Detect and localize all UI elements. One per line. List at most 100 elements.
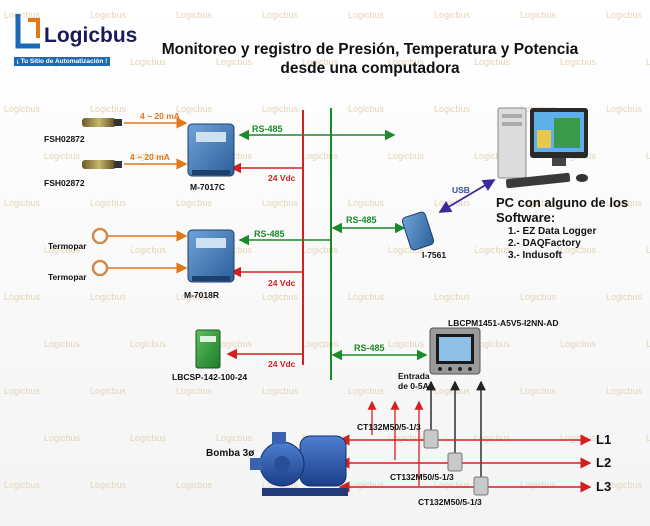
meter-input-label: Entrada de 0-5A bbox=[398, 371, 430, 391]
m7017c-label: M-7017C bbox=[190, 182, 225, 192]
watermark-text: Logicbus bbox=[646, 151, 650, 161]
watermark-text: Logicbus bbox=[606, 104, 643, 114]
m7017c-module-icon bbox=[187, 123, 235, 177]
watermark-text: Logicbus bbox=[434, 104, 471, 114]
watermark-text: Logicbus bbox=[4, 198, 41, 208]
software-item-3: 3.- Indusoft bbox=[508, 250, 562, 261]
pressure-sensor-icon bbox=[82, 160, 122, 169]
watermark-text: Logicbus bbox=[262, 198, 299, 208]
pump-icon bbox=[250, 432, 348, 496]
i7561-converter-icon bbox=[401, 211, 435, 251]
pc-computer-icon bbox=[497, 107, 588, 189]
watermark-text: Logicbus bbox=[216, 339, 253, 349]
ct-label-3: CT132M50/5-1/3 bbox=[418, 497, 482, 507]
watermark-text: Logicbus bbox=[176, 292, 213, 302]
watermark-text: Logicbus bbox=[646, 339, 650, 349]
logicbus-logo-icon bbox=[14, 14, 110, 66]
watermark-text: Logicbus bbox=[262, 292, 299, 302]
power-label-1: 24 Vdc bbox=[268, 173, 296, 183]
watermark-text: Logicbus bbox=[560, 245, 597, 255]
rs485-label-2: RS-485 bbox=[254, 229, 285, 239]
watermark-text: Logicbus bbox=[302, 339, 339, 349]
pc-heading: PC con alguno de los Software: bbox=[496, 195, 629, 225]
watermark-text: Logicbus bbox=[130, 339, 167, 349]
phase-label-l1: L1 bbox=[596, 432, 612, 447]
brand-name: Logicbus bbox=[44, 24, 138, 47]
power-meter-icon bbox=[429, 327, 481, 375]
watermark-text: Logicbus bbox=[388, 151, 425, 161]
pump-label: Bomba 3ø bbox=[206, 448, 255, 459]
power-supply-icon bbox=[195, 329, 221, 369]
ct-label-1: CT132M50/5-1/3 bbox=[357, 422, 421, 432]
watermark-text: Logicbus bbox=[606, 292, 643, 302]
pressure-sensor-label-2: FSH02872 bbox=[44, 178, 85, 188]
watermark-text: Logicbus bbox=[348, 104, 385, 114]
watermark-text: Logicbus bbox=[474, 245, 511, 255]
watermark-text: Logicbus bbox=[262, 386, 299, 396]
watermark-text: Logicbus bbox=[4, 104, 41, 114]
watermark-text: Logicbus bbox=[434, 386, 471, 396]
watermark-text: Logicbus bbox=[90, 386, 127, 396]
current-signal-label-2: 4 ~ 20 mA bbox=[130, 152, 170, 162]
usb-label: USB bbox=[452, 185, 470, 195]
psu-label: LBCSP-142-100-24 bbox=[172, 372, 248, 382]
watermark-text: Logicbus bbox=[388, 245, 425, 255]
watermark-text: Logicbus bbox=[646, 57, 650, 67]
thermocouple-label-1: Termopar bbox=[48, 241, 87, 251]
watermark-text: Logicbus bbox=[176, 198, 213, 208]
rs485-label-1: RS-485 bbox=[252, 124, 283, 134]
watermark-text: Logicbus bbox=[90, 10, 127, 20]
watermark-text: Logicbus bbox=[4, 480, 41, 490]
rs485-label-3: RS-485 bbox=[346, 215, 377, 225]
brand-tagline: ¡ Tu Sitio de Automatización ! bbox=[16, 58, 108, 65]
converter-label: I-7561 bbox=[422, 250, 447, 260]
watermark-text: Logicbus bbox=[434, 292, 471, 302]
phase-label-l2: L2 bbox=[596, 455, 612, 470]
watermark-text: Logicbus bbox=[4, 386, 41, 396]
power-label-2: 24 Vdc bbox=[268, 278, 296, 288]
watermark-text: Logicbus bbox=[4, 10, 41, 20]
watermark-text: Logicbus bbox=[130, 57, 167, 67]
watermark-text: Logicbus bbox=[90, 198, 127, 208]
current-transformer-icon bbox=[423, 429, 489, 496]
watermark-text: Logicbus bbox=[520, 10, 557, 20]
watermark-text: Logicbus bbox=[90, 104, 127, 114]
phase-label-l3: L3 bbox=[596, 479, 612, 494]
watermark-text: Logicbus bbox=[176, 386, 213, 396]
m7018r-label: M-7018R bbox=[184, 290, 219, 300]
watermark-text: Logicbus bbox=[262, 104, 299, 114]
watermark-text: Logicbus bbox=[44, 245, 81, 255]
watermark-text: Logicbus bbox=[176, 480, 213, 490]
title-line-2: desde una computadora bbox=[280, 60, 460, 77]
watermark-text: Logicbus bbox=[216, 433, 253, 443]
watermark-text: Logicbus bbox=[90, 480, 127, 490]
watermark-text: Logicbus bbox=[474, 151, 511, 161]
watermark-text: Logicbus bbox=[130, 245, 167, 255]
watermark-text: Logicbus bbox=[606, 10, 643, 20]
pressure-sensor-icon bbox=[82, 118, 122, 127]
watermark-text: Logicbus bbox=[520, 386, 557, 396]
watermark-text: Logicbus bbox=[176, 104, 213, 114]
watermark-text: Logicbus bbox=[560, 339, 597, 349]
software-item-1: 1.- EZ Data Logger bbox=[508, 226, 597, 237]
watermark-text: Logicbus bbox=[560, 57, 597, 67]
watermark-text: Logicbus bbox=[388, 57, 425, 67]
watermark-text: Logicbus bbox=[434, 10, 471, 20]
watermark-text: Logicbus bbox=[44, 433, 81, 443]
watermark-text: Logicbus bbox=[130, 151, 167, 161]
watermark-text: Logicbus bbox=[520, 292, 557, 302]
watermark-text: Logicbus bbox=[262, 10, 299, 20]
thermocouple-label-2: Termopar bbox=[48, 272, 87, 282]
title-line-1: Monitoreo y registro de Presión, Tempera… bbox=[161, 41, 579, 58]
m7018r-module-icon bbox=[187, 229, 235, 283]
watermark-text: Logicbus bbox=[130, 433, 167, 443]
watermark-text: Logicbus bbox=[302, 151, 339, 161]
watermark-text: Logicbus bbox=[90, 292, 127, 302]
diagram-title: Monitoreo y registro de Presión, Tempera… bbox=[160, 40, 580, 78]
pressure-sensor-label-1: FSH02872 bbox=[44, 134, 85, 144]
watermark-text: Logicbus bbox=[216, 57, 253, 67]
watermark-text: Logicbus bbox=[44, 339, 81, 349]
watermark-text: Logicbus bbox=[348, 292, 385, 302]
